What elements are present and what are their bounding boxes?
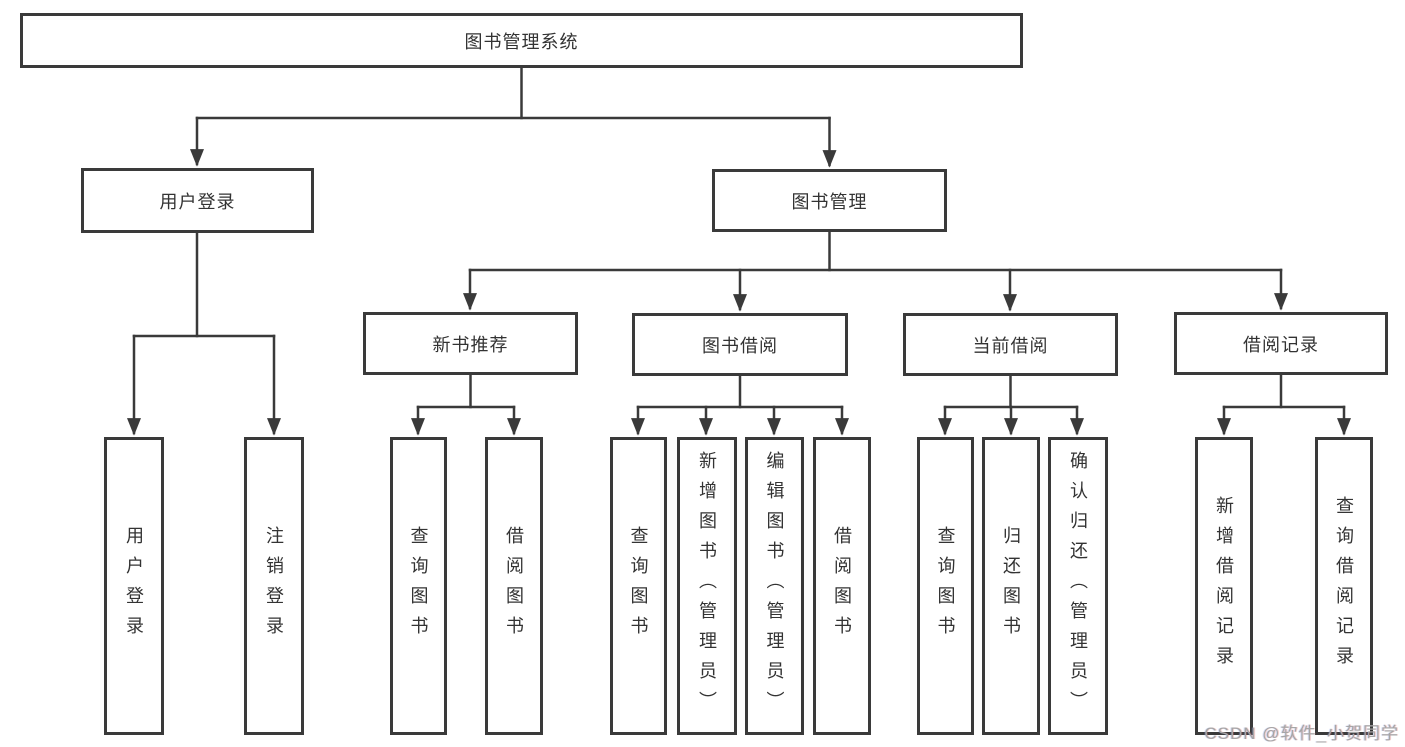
leaf-label: 注销登录	[264, 526, 284, 646]
leaf-label: 归还图书	[1001, 526, 1021, 646]
leaf-label: 查询图书	[935, 526, 956, 646]
leaf-query-books-recommend: 查询图书	[390, 437, 447, 735]
leaf-borrow-books: 借阅图书	[813, 437, 871, 735]
leaf-user-login: 用户登录	[104, 437, 164, 735]
leaf-add-borrow-record: 新增借阅记录	[1195, 437, 1253, 735]
leaf-query-borrow-record: 查询借阅记录	[1315, 437, 1373, 735]
csdn-watermark: CSDN @软件_小贺同学	[1204, 724, 1399, 743]
node-root: 图书管理系统	[20, 13, 1023, 68]
leaf-label: 用户登录	[124, 526, 144, 646]
leaf-label: 编辑图书（管理员）	[764, 451, 785, 721]
leaf-borrow-books-recommend: 借阅图书	[485, 437, 543, 735]
leaf-label: 查询借阅记录	[1334, 496, 1354, 676]
leaf-label: 借阅图书	[832, 526, 852, 646]
leaf-label: 确认归还（管理员）	[1068, 451, 1088, 721]
node-borrow-records: 借阅记录	[1174, 312, 1388, 375]
node-new-book-recommend: 新书推荐	[363, 312, 578, 375]
node-current-borrow: 当前借阅	[903, 313, 1118, 376]
leaf-logout: 注销登录	[244, 437, 304, 735]
leaf-label: 新增借阅记录	[1214, 496, 1234, 676]
leaf-return-books: 归还图书	[982, 437, 1040, 735]
leaf-label: 新增图书（管理员）	[697, 451, 717, 721]
leaf-label: 借阅图书	[504, 526, 524, 646]
leaf-label: 查询图书	[408, 526, 429, 646]
leaf-add-books-admin: 新增图书（管理员）	[677, 437, 737, 735]
node-book-management: 图书管理	[712, 169, 947, 232]
leaf-edit-books-admin: 编辑图书（管理员）	[745, 437, 804, 735]
node-user-login: 用户登录	[81, 168, 314, 233]
leaf-query-books-borrow: 查询图书	[610, 437, 667, 735]
leaf-label: 查询图书	[628, 526, 649, 646]
node-book-borrow: 图书借阅	[632, 313, 848, 376]
leaf-query-books-current: 查询图书	[917, 437, 974, 735]
leaf-confirm-return-admin: 确认归还（管理员）	[1048, 437, 1108, 735]
